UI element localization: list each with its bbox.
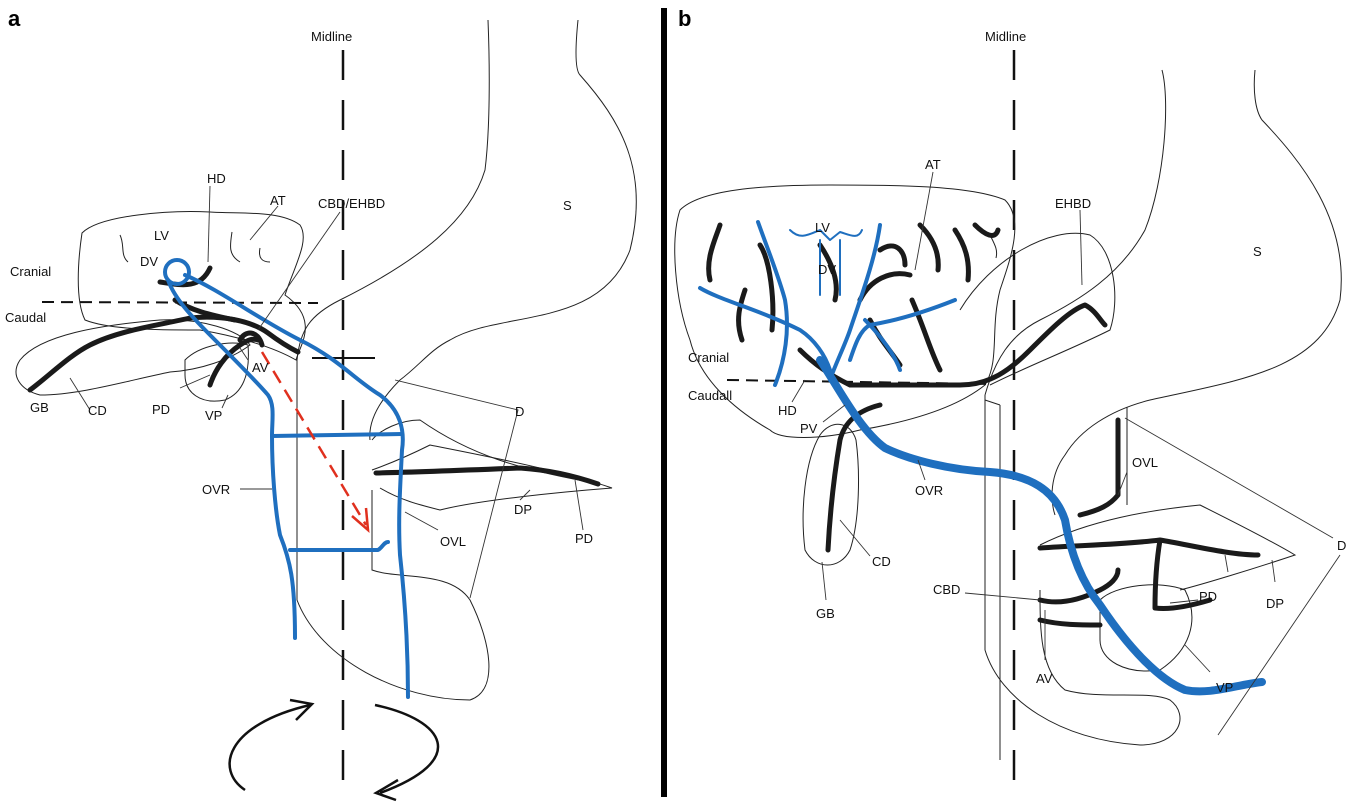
panel-b-stomach-outline-right [1052,70,1341,515]
panel-a-label-cd: CD [88,403,107,418]
panel-a-leader-at [250,206,278,240]
panel-b-label-av: AV [1036,671,1053,686]
panel-b-label-hd: HD [778,403,797,418]
panel-a-label-pd-left: PD [152,402,170,417]
panel-a-label-cranial: Cranial [10,264,51,279]
panel-b-ovl-duct [1080,420,1118,515]
panel-b-liver-duct-1 [709,225,773,340]
panel-a-label-ovl: OVL [440,534,466,549]
panel-a-leader-pd-right [575,480,583,530]
panel-a-vein-cross-lower [290,542,388,550]
panel-b-vein-right-2 [850,300,955,360]
panel-a-letter: a [8,6,21,31]
panel-b-letter: b [678,6,691,31]
panel-b-label-cd: CD [872,554,891,569]
panel-b-label-pd: PD [1199,589,1217,604]
panel-a-vein-cross-upper [272,434,402,436]
panel-a-label-gb: GB [30,400,49,415]
panel-a-label-dp: DP [514,502,532,517]
panel-a-label-s: S [563,198,572,213]
panel-a-rotation-arrowhead [352,508,368,530]
panel-b-label-d: D [1337,538,1346,553]
panel-a-leader-ovl [405,512,438,530]
panel-a-leader-hd [208,186,210,262]
panel-a-label-ovr: OVR [202,482,230,497]
panel-a-label-pd-right: PD [575,531,593,546]
panel-b-leader-cbd [965,593,1040,600]
panel-b-leader-pv [823,405,845,422]
panel-b-leader-cd [840,520,870,556]
panel-a-leader-dp [520,490,530,500]
panel-b-liver-duct-3 [920,225,998,280]
panel-b-cystic-duct [828,405,880,550]
panel-a-leader-pd-left [180,375,210,388]
panel-b-label-gb: GB [816,606,835,621]
panel-b-leader-dp [1272,560,1275,582]
panel-b-leader-vp [1185,645,1210,672]
panel-b-label-ovl: OVL [1132,455,1158,470]
panel-b-label-pv: PV [800,421,818,436]
panel-b-duodenum-inner [985,400,1000,760]
panel-a-leader-av [240,348,248,360]
panel-b-label-lv: LV [815,220,830,235]
panel-b-label-ovr: OVR [915,483,943,498]
panel-a-midline-label: Midline [311,29,352,44]
panel-b-label-ehbd: EHBD [1055,196,1091,211]
panel-b-label-at: AT [925,157,941,172]
panel-b-label-dp: DP [1266,596,1284,611]
panel-b-midline-label: Midline [985,29,1026,44]
panel-b-label-caudal: Caudall [688,388,732,403]
panel-b-liver-fold [990,235,997,258]
panel-a-dorsal-pancreatic-duct [376,468,598,484]
panel-a-label-av: AV [252,360,269,375]
panel-b-label-s: S [1253,244,1262,259]
panel-b-leader-pd [1225,555,1228,572]
panel-a-label-dv: DV [140,254,158,269]
panel-a-rotation-arc-bottom [375,705,438,793]
panel-b-label-cranial: Cranial [688,350,729,365]
panel-a-rotation-arrow-line [262,352,366,525]
panel-a-stomach-outline-right [370,20,637,440]
panel-b-leader-gb [822,562,826,600]
panel-a-label-hd: HD [207,171,226,186]
panel-a-stomach-outline [297,20,489,360]
panel-a-label-vp: VP [205,408,222,423]
panel-a-label-caudal: Caudal [5,310,46,325]
panel-a-leader-cbd [258,212,340,330]
panel-b-label-dv: DV [818,262,836,277]
panel-a-vein-main-left [168,280,295,638]
panel-a-label-cbd-ehbd: CBD/EHBD [318,196,385,211]
panel-a-label-at: AT [270,193,286,208]
panel-a-label-d: D [515,404,524,419]
panel-b-vein-main [820,360,1262,691]
panel-a-leader-cd [70,378,90,410]
panel-b-leader-hd [792,380,805,402]
panel-a-label-lv: LV [154,228,169,243]
panel-b: b Midline [675,6,1347,800]
panel-b-label-cbd: CBD [933,582,960,597]
panel-a: a Midline [5,6,636,800]
panel-b-leader-ehbd [1080,210,1082,285]
panel-a-leader-vp [222,395,228,408]
panel-b-vein-right-1 [830,225,880,380]
panel-b-label-vp: VP [1216,680,1233,695]
panel-a-leader-d [395,380,518,598]
